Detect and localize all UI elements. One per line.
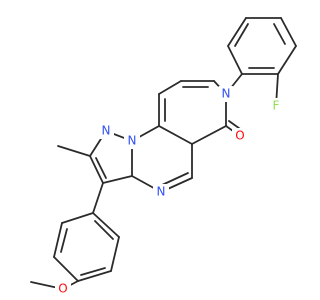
bond <box>92 212 120 238</box>
nitrogen-atom-label: N <box>222 87 231 101</box>
bond <box>57 145 91 157</box>
atom-label-layer: N N N N O F O <box>55 86 284 297</box>
bond <box>277 45 297 75</box>
bond <box>110 236 120 272</box>
oxygen-atom-label: O <box>235 129 244 143</box>
bond <box>80 267 106 276</box>
atom-background <box>98 123 114 139</box>
bond <box>158 125 193 145</box>
oxygen-atom-label: O <box>58 282 67 296</box>
nitrogen-atom-label: N <box>157 185 166 199</box>
structure-diagram: N N N N O F O <box>30 17 297 297</box>
nitrogen-atom-label: N <box>128 134 137 148</box>
bond <box>60 228 68 253</box>
bond <box>234 23 249 47</box>
bond <box>161 172 189 186</box>
bond <box>102 175 133 184</box>
bond <box>61 212 94 224</box>
atom-background <box>153 184 169 200</box>
atom-background <box>124 133 140 149</box>
bond <box>158 80 182 95</box>
bond <box>53 222 63 258</box>
bond <box>227 17 247 47</box>
bond <box>191 125 227 145</box>
bond <box>280 17 297 47</box>
atom-background <box>218 86 234 102</box>
bond <box>273 23 286 45</box>
atom-background <box>268 98 284 114</box>
bond <box>89 155 104 184</box>
bond <box>95 157 107 179</box>
fluorine-atom-label: F <box>273 99 280 113</box>
atom-background <box>55 281 71 297</box>
bond <box>94 220 114 240</box>
bond <box>92 182 104 214</box>
bond <box>53 256 79 282</box>
molecule-canvas: N N N N O F O <box>30 17 297 297</box>
nitrogen-atom-label: N <box>102 124 111 138</box>
atom-background <box>232 128 248 144</box>
bond-layer <box>30 17 297 290</box>
bond <box>227 45 243 75</box>
bond <box>77 270 112 282</box>
